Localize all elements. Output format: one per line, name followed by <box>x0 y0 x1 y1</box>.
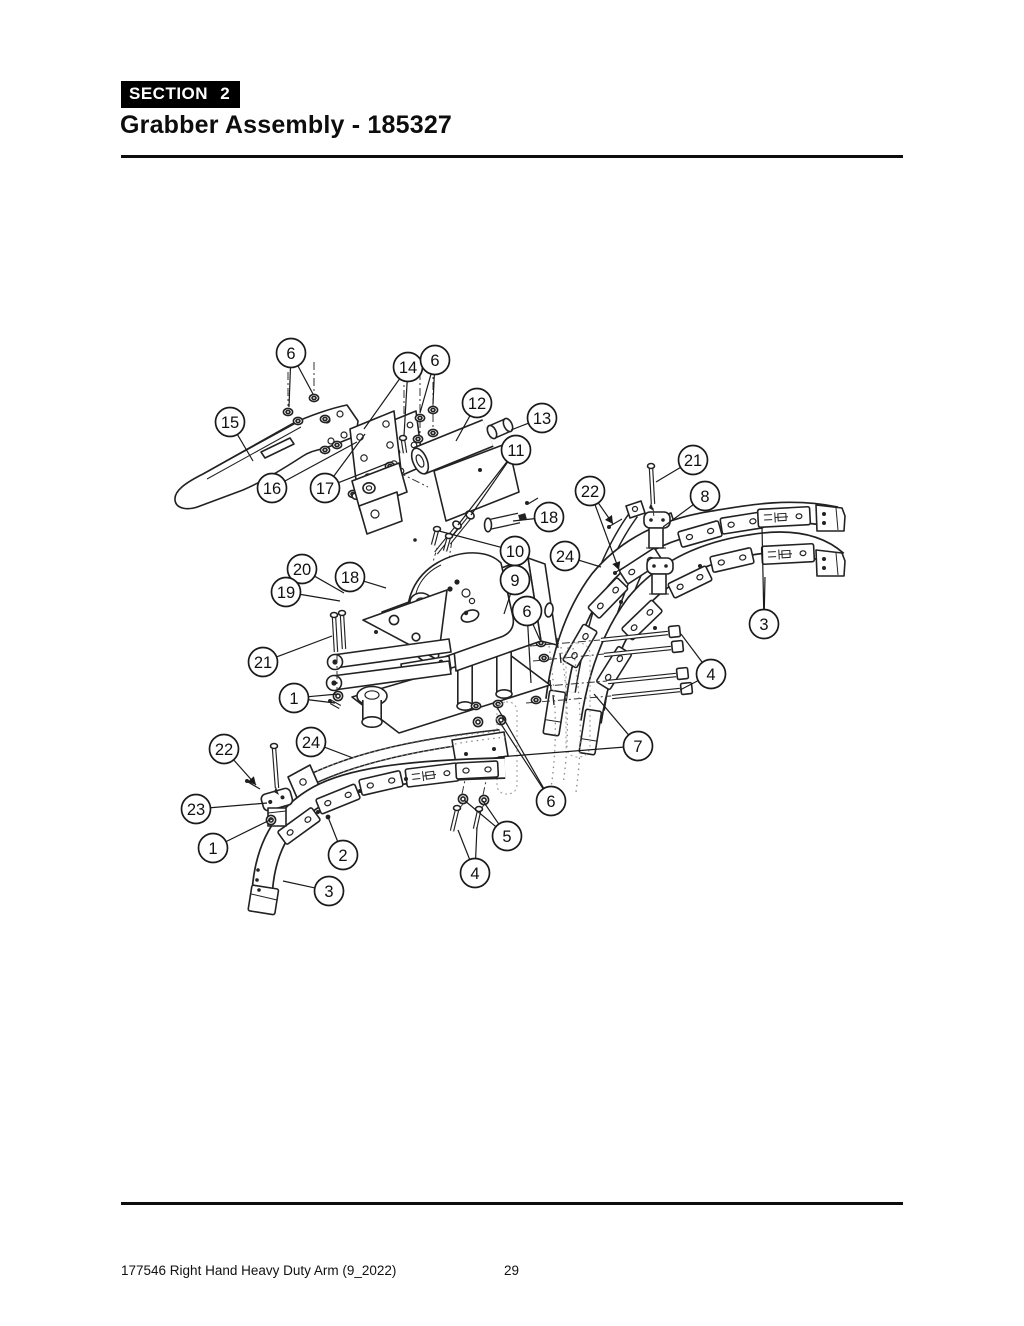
callout-12: 12 <box>455 387 493 442</box>
part-band-bottom-3 <box>247 757 506 916</box>
part-clevis-brackets <box>351 462 408 535</box>
svg-text:18: 18 <box>341 569 359 587</box>
callout-17: 17 <box>309 433 392 504</box>
callout-6: 6 <box>511 595 543 684</box>
page-title: Grabber Assembly - 185327 <box>120 111 453 139</box>
callout-21: 21 <box>655 444 709 483</box>
svg-text:6: 6 <box>522 603 531 621</box>
callout-22: 22 <box>208 733 257 786</box>
section-badge: SECTION 2 <box>121 81 241 108</box>
part-pivot-bracket-23 <box>245 742 294 827</box>
svg-text:6: 6 <box>430 352 439 370</box>
band-end-boxes <box>815 504 846 577</box>
svg-text:24: 24 <box>302 734 320 752</box>
hardware-washers-5-bolts-4 <box>449 779 490 832</box>
svg-text:6: 6 <box>286 345 295 363</box>
callout-18: 18 <box>512 501 565 533</box>
svg-text:18: 18 <box>540 509 558 527</box>
callout-11: 11 <box>457 434 532 526</box>
svg-text:3: 3 <box>324 883 333 901</box>
callout-22: 22 <box>574 475 621 571</box>
callout-4: 4 <box>457 826 491 889</box>
svg-text:4: 4 <box>470 865 479 883</box>
callout-6: 6 <box>419 344 451 414</box>
callout-21: 21 <box>247 635 333 678</box>
svg-text:23: 23 <box>187 801 205 819</box>
footer-rule <box>121 1202 903 1205</box>
svg-text:8: 8 <box>700 488 709 506</box>
callout-1: 1 <box>197 818 273 864</box>
svg-text:15: 15 <box>221 414 239 432</box>
svg-text:11: 11 <box>507 442 524 460</box>
svg-text:9: 9 <box>510 572 519 590</box>
callout-19: 19 <box>270 576 341 608</box>
callout-6: 6 <box>275 337 314 408</box>
svg-text:16: 16 <box>263 480 281 498</box>
part-pin-18-upper <box>413 497 539 542</box>
svg-text:21: 21 <box>684 452 702 470</box>
band-pads-right <box>561 505 816 691</box>
svg-text:7: 7 <box>633 738 642 756</box>
svg-text:1: 1 <box>289 690 298 708</box>
part-arms-link <box>325 638 452 728</box>
svg-text:22: 22 <box>215 741 233 759</box>
callout-20: 20 <box>286 553 345 594</box>
callout-18: 18 <box>334 561 387 593</box>
callout-24: 24 <box>549 540 602 572</box>
svg-text:6: 6 <box>546 793 555 811</box>
svg-text:17: 17 <box>316 480 334 498</box>
svg-text:22: 22 <box>581 483 599 501</box>
part-bushing-13 <box>486 417 514 440</box>
svg-text:10: 10 <box>506 543 524 561</box>
part-arm-15 <box>174 404 359 510</box>
part-cylinder-12 <box>410 419 520 522</box>
callout-4: 4 <box>679 633 727 691</box>
callout-3: 3 <box>748 526 780 640</box>
callout-2: 2 <box>327 816 359 871</box>
svg-text:24: 24 <box>556 548 574 566</box>
svg-text:12: 12 <box>468 395 486 413</box>
svg-text:1: 1 <box>208 840 217 858</box>
callout-7: 7 <box>497 693 654 762</box>
callout-8: 8 <box>662 480 721 528</box>
svg-text:13: 13 <box>533 410 551 428</box>
svg-text:2: 2 <box>338 847 347 865</box>
part-pin-21-right <box>646 462 656 519</box>
part-pins-21-left <box>328 609 347 709</box>
part-band-lower-right-3 <box>580 531 845 724</box>
hardware-bolts-4-right <box>522 624 694 706</box>
svg-text:4: 4 <box>706 666 715 684</box>
callout-16: 16 <box>256 441 358 504</box>
callout-23: 23 <box>180 793 268 825</box>
callout-3: 3 <box>282 875 345 907</box>
svg-text:5: 5 <box>502 828 511 846</box>
part-cotters-22-right <box>607 518 629 575</box>
callout-15: 15 <box>214 406 254 462</box>
part-main-frame-9-10 <box>351 552 558 734</box>
callout-10: 10 <box>438 530 531 567</box>
part-pin-14 <box>398 434 408 454</box>
part-pivot-blocks-8 <box>643 511 674 595</box>
header-rule <box>121 155 903 158</box>
svg-text:3: 3 <box>759 616 768 634</box>
band-strap-tips <box>542 689 603 756</box>
footer-page-number: 29 <box>504 1263 520 1278</box>
callout-6: 6 <box>496 706 567 817</box>
callout-13: 13 <box>510 402 558 434</box>
callout-24: 24 <box>295 726 354 759</box>
callout-9: 9 <box>499 564 531 615</box>
svg-text:21: 21 <box>254 654 272 672</box>
svg-text:20: 20 <box>293 561 311 579</box>
callout-1: 1 <box>278 682 339 714</box>
footer-document-id: 177546 Right Hand Heavy Duty Arm (9_2022… <box>121 1263 397 1278</box>
svg-text:14: 14 <box>399 359 417 377</box>
callout-5: 5 <box>463 799 523 852</box>
svg-text:19: 19 <box>277 584 295 602</box>
hardware-center-bottom <box>426 642 591 795</box>
